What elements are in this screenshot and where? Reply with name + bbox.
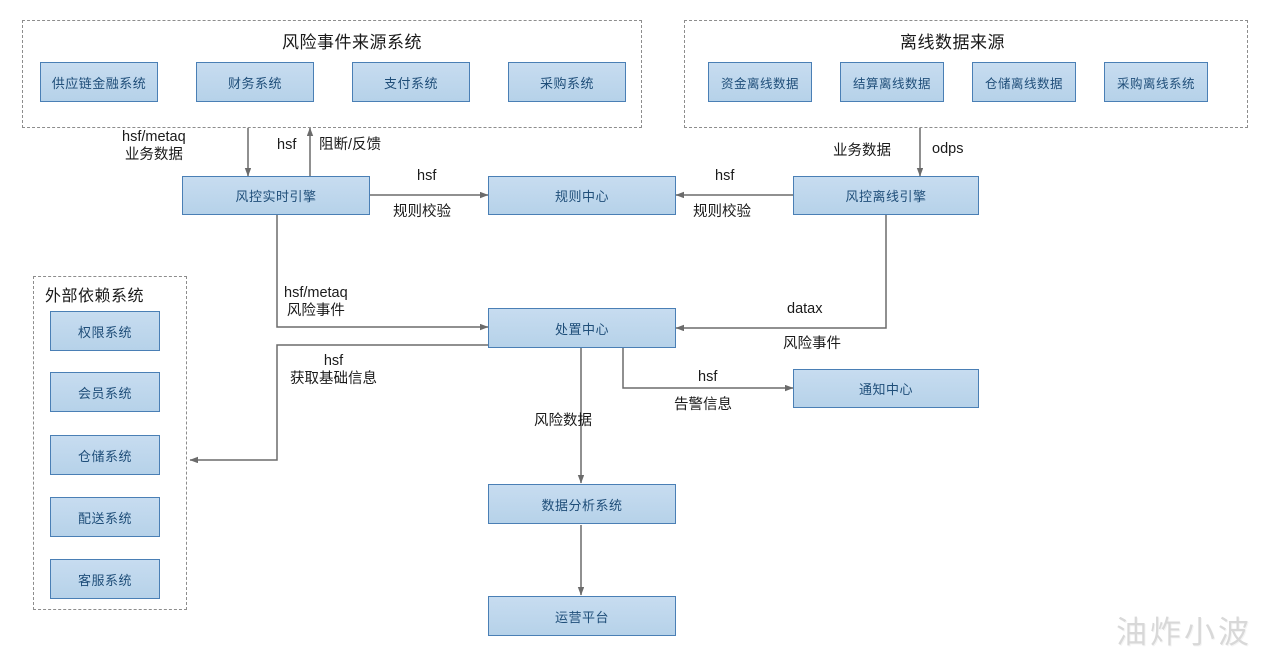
edge-label-disposal-to-notify-hsf: hsf bbox=[698, 369, 718, 385]
edge-label-disposal-to-external-line1: hsf bbox=[323, 353, 344, 369]
edge-label-realtime-to-disposal-line1: hsf/metaq bbox=[284, 285, 348, 301]
edge-label-realtime-to-rule-hsf: hsf bbox=[417, 168, 437, 184]
node-disposal-center[interactable]: 处置中心 bbox=[488, 308, 676, 348]
node-rule-center[interactable]: 规则中心 bbox=[488, 176, 676, 215]
odps-spellcheck-underline bbox=[932, 160, 978, 165]
node-funds-offline-data[interactable]: 资金离线数据 bbox=[708, 62, 812, 102]
node-operation-platform[interactable]: 运营平台 bbox=[488, 596, 676, 636]
node-procurement-offline-system[interactable]: 采购离线系统 bbox=[1104, 62, 1208, 102]
group-title-external-dependency: 外部依赖系统 bbox=[45, 288, 145, 305]
edge-label-source-to-realtime-line2: 业务数据 bbox=[124, 147, 183, 164]
edge-label-offline-to-disposal-event: 风险事件 bbox=[783, 336, 841, 352]
edge-label-source-to-realtime-line1: hsf/metaq bbox=[122, 129, 186, 145]
edge-label-disposal-to-external-line2: 获取基础信息 bbox=[290, 371, 377, 388]
node-warehouse-system[interactable]: 仓储系统 bbox=[50, 435, 160, 475]
node-notification-center[interactable]: 通知中心 bbox=[793, 369, 979, 408]
edge-offline-to-disposal bbox=[675, 214, 887, 332]
edge-label-offlinesrc-odps: odps bbox=[932, 141, 964, 157]
edge-label-disposal-to-notify-alarm: 告警信息 bbox=[674, 397, 732, 413]
edge-label-offlinesrc-business-data: 业务数据 bbox=[833, 143, 891, 159]
edge-label-realtime-to-disposal-line2: 风险事件 bbox=[286, 303, 345, 320]
edge-label-offline-to-rule-hsf: hsf bbox=[715, 168, 735, 184]
node-payment-system[interactable]: 支付系统 bbox=[352, 62, 470, 102]
node-customer-service-system[interactable]: 客服系统 bbox=[50, 559, 160, 599]
node-delivery-system[interactable]: 配送系统 bbox=[50, 497, 160, 537]
node-warehouse-offline-data[interactable]: 仓储离线数据 bbox=[972, 62, 1076, 102]
edge-label-realtime-to-source-block: 阻断/反馈 bbox=[319, 137, 382, 153]
group-external-dependency bbox=[33, 276, 187, 610]
edge-label-offline-to-disposal-datax: datax bbox=[787, 301, 823, 317]
node-member-system[interactable]: 会员系统 bbox=[50, 372, 160, 412]
group-offline-data-source bbox=[684, 20, 1248, 128]
edge-label-disposal-to-external: hsf 获取基础信息 bbox=[290, 352, 377, 388]
node-settlement-offline-data[interactable]: 结算离线数据 bbox=[840, 62, 944, 102]
group-risk-event-source bbox=[22, 20, 642, 128]
node-supply-chain-finance[interactable]: 供应链金融系统 bbox=[40, 62, 158, 102]
edge-label-offline-to-rule-check: 规则校验 bbox=[693, 204, 751, 220]
edge-label-source-to-realtime: hsf/metaq 业务数据 bbox=[122, 128, 186, 164]
edge-label-disposal-to-analysis: 风险数据 bbox=[534, 413, 592, 429]
node-permission-system[interactable]: 权限系统 bbox=[50, 311, 160, 351]
edge-label-realtime-to-disposal: hsf/metaq 风险事件 bbox=[284, 284, 348, 320]
edge-label-realtime-to-rule-check: 规则校验 bbox=[393, 204, 451, 220]
node-data-analysis-system[interactable]: 数据分析系统 bbox=[488, 484, 676, 524]
edge-label-realtime-to-source-hsf: hsf bbox=[277, 137, 297, 153]
node-procurement-system[interactable]: 采购系统 bbox=[508, 62, 626, 102]
group-title-offline-data-source: 离线数据来源 bbox=[900, 33, 1005, 52]
group-title-risk-event-source: 风险事件来源系统 bbox=[282, 33, 422, 52]
node-realtime-engine[interactable]: 风控实时引擎 bbox=[182, 176, 370, 215]
node-offline-engine[interactable]: 风控离线引擎 bbox=[793, 176, 979, 215]
watermark: 油炸小波 bbox=[1116, 615, 1252, 650]
node-finance-system[interactable]: 财务系统 bbox=[196, 62, 314, 102]
